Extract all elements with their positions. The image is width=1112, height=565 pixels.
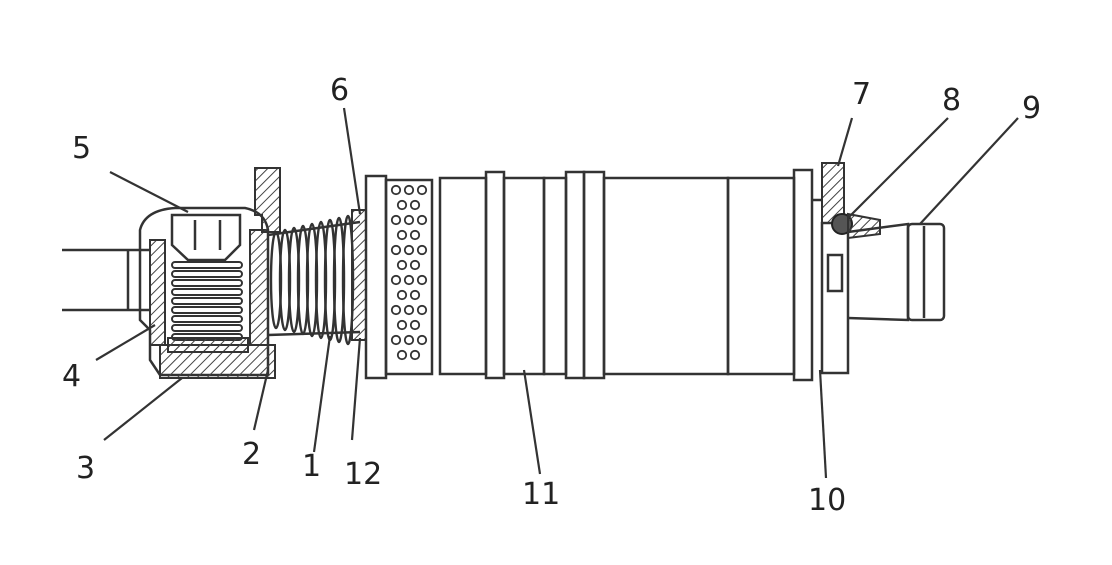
seal-ring xyxy=(351,209,367,341)
relief-ball xyxy=(831,212,881,240)
callout-labels: 5 6 7 8 9 4 3 2 1 12 11 10 xyxy=(62,73,1041,518)
bellows-spring xyxy=(269,214,355,346)
perforated-core xyxy=(390,184,428,361)
label-1: 1 xyxy=(302,449,321,484)
label-10: 10 xyxy=(808,483,846,518)
label-6: 6 xyxy=(330,73,349,108)
mounting-flange xyxy=(254,167,281,233)
label-11: 11 xyxy=(522,477,560,512)
outlet-tube xyxy=(847,222,946,322)
label-8: 8 xyxy=(942,83,961,118)
leader-lines xyxy=(95,107,1019,479)
valve-spring xyxy=(167,261,249,353)
outlet-housing xyxy=(812,162,850,375)
valve-plunger xyxy=(170,213,242,262)
inlet-pipe xyxy=(62,248,150,312)
label-5: 5 xyxy=(72,131,91,166)
label-4: 4 xyxy=(62,359,81,394)
label-2: 2 xyxy=(242,437,261,472)
label-7: 7 xyxy=(852,77,871,112)
label-3: 3 xyxy=(76,451,95,486)
label-9: 9 xyxy=(1022,91,1041,126)
label-12: 12 xyxy=(344,457,382,492)
filter-element xyxy=(364,168,814,382)
